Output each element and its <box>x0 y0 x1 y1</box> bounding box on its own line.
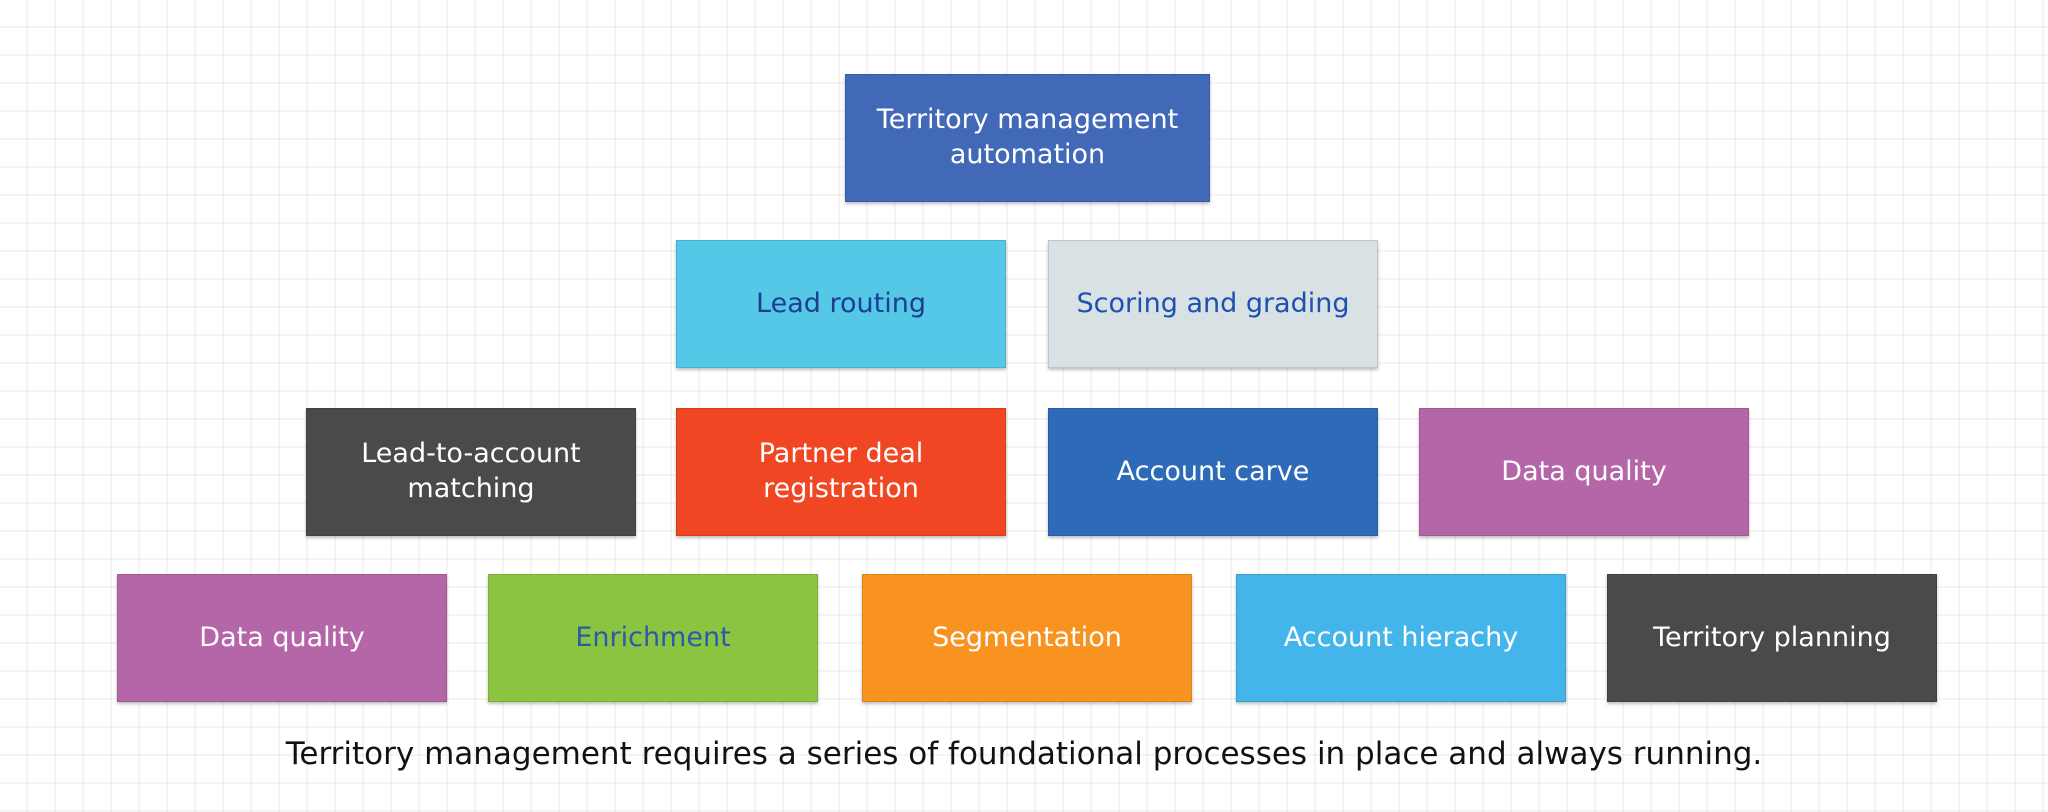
box-label: Data quality <box>199 621 365 653</box>
box-data-quality-tier3: Data quality <box>1419 408 1749 536</box>
box-lead-routing: Lead routing <box>676 240 1006 368</box>
diagram-caption: Territory management requires a series o… <box>285 736 1763 772</box>
box-label: Account carve <box>1116 455 1310 487</box>
box-label: Lead-to-account matching <box>361 438 581 504</box>
box-label: Territory planning <box>1653 621 1891 653</box>
box-data-quality-tier4: Data quality <box>117 574 447 702</box>
box-label: Enrichment <box>575 621 731 653</box>
box-segmentation: Segmentation <box>862 574 1192 702</box>
box-label: Partner deal registration <box>758 438 924 504</box>
box-label: Lead routing <box>756 287 926 319</box>
box-label: Scoring and grading <box>1076 287 1350 319</box>
box-account-hierachy: Account hierachy <box>1236 574 1566 702</box>
box-account-carve: Account carve <box>1048 408 1378 536</box>
box-label: Account hierachy <box>1283 621 1519 653</box>
box-label: Segmentation <box>932 621 1122 653</box>
box-scoring-and-grading: Scoring and grading <box>1048 240 1378 368</box>
box-enrichment: Enrichment <box>488 574 818 702</box>
box-lead-to-account-matching: Lead-to-account matching <box>306 408 636 536</box>
box-label: Data quality <box>1501 455 1667 487</box>
box-label: Territory management automation <box>876 104 1179 170</box>
box-territory-planning: Territory planning <box>1607 574 1937 702</box>
box-partner-deal-registration: Partner deal registration <box>676 408 1006 536</box>
box-territory-management-automation: Territory management automation <box>845 74 1210 202</box>
